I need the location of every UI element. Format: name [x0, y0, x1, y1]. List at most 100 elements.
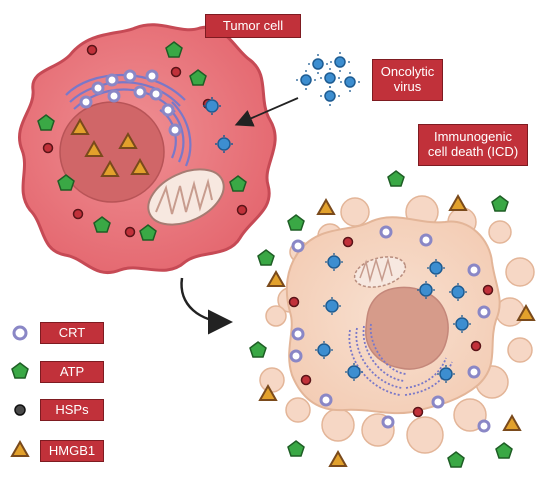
crt-ring	[379, 225, 393, 239]
hsp-dot	[124, 226, 136, 238]
virus-particle	[312, 58, 324, 70]
hsp-dot	[288, 296, 300, 308]
crt-ring	[133, 85, 147, 99]
crt-ring-group-surface	[289, 225, 491, 433]
crt-ring	[419, 233, 433, 247]
crt-ring	[161, 103, 175, 117]
crt-ring	[319, 393, 333, 407]
atp-pentagon	[491, 195, 509, 212]
mitochondrion	[147, 168, 225, 226]
virus-particle	[439, 367, 453, 381]
virus-particle	[455, 317, 469, 331]
crt-ring	[381, 415, 395, 429]
atp-pentagon	[287, 214, 305, 231]
virus-particle	[429, 261, 443, 275]
hsp-dot-icon	[14, 404, 26, 416]
virus-particle	[347, 365, 361, 379]
oncolytic-virus-label: Oncolytic virus	[372, 59, 443, 101]
virus-particle	[334, 56, 346, 68]
atp-pentagon	[93, 216, 111, 233]
atp-pentagon	[57, 174, 75, 191]
hmgb1-triangle	[266, 269, 286, 287]
crt-ring	[289, 349, 303, 363]
crt-ring	[79, 95, 93, 109]
crt-ring	[145, 69, 159, 83]
atp-pentagon-icon	[11, 362, 29, 379]
hmgb1-triangle	[316, 197, 336, 215]
virus-particle	[327, 255, 341, 269]
oncolytic-virus-cluster	[296, 52, 360, 106]
crt-ring	[105, 73, 119, 87]
hsp-dot	[482, 284, 494, 296]
hsp-dot	[236, 204, 248, 216]
virus-group-dying	[317, 255, 469, 381]
atp-pentagon	[249, 341, 267, 358]
virus-particle	[324, 72, 336, 84]
virus-particle	[419, 283, 433, 297]
hmgb1-triangle	[328, 449, 348, 467]
hmgb1-triangle	[516, 303, 536, 321]
hsp-dot	[300, 374, 312, 386]
hsp-dot	[170, 66, 182, 78]
legend-label-hsps: HSPs	[40, 399, 104, 421]
hsp-dot	[470, 340, 482, 352]
crt-ring	[149, 87, 163, 101]
hsp-dot	[412, 406, 424, 418]
hmgb1-triangle	[502, 413, 522, 431]
hsp-group-surface	[288, 236, 494, 418]
crt-ring	[477, 419, 491, 433]
crt-ring	[107, 89, 121, 103]
hsp-dot	[72, 208, 84, 220]
legend-icons	[10, 325, 30, 457]
crt-ring-icon	[12, 325, 28, 341]
tumor-nucleus	[59, 101, 165, 203]
atp-pentagon	[495, 442, 513, 459]
crt-ring-group	[79, 69, 182, 137]
crt-ring	[467, 365, 481, 379]
atp-pentagon	[387, 170, 405, 187]
atp-pentagon	[37, 114, 55, 131]
hmgb1-triangle	[258, 383, 278, 401]
dying-nucleus	[365, 286, 449, 370]
legend-label-hmgb1: HMGB1	[40, 440, 104, 462]
legend-label-crt: CRT	[40, 322, 104, 344]
hmgb1-triangle	[118, 131, 138, 149]
crt-ring	[467, 263, 481, 277]
dying-cell	[259, 195, 535, 454]
virus-particle	[325, 299, 339, 313]
atp-pentagon	[165, 41, 183, 58]
crt-ring	[291, 327, 305, 341]
crt-ring	[168, 123, 182, 137]
crt-ring	[477, 305, 491, 319]
released-hmgb1-group	[258, 193, 536, 467]
atp-pentagon	[229, 175, 247, 192]
hmgb1-triangle	[448, 193, 468, 211]
virus-particle	[300, 74, 312, 86]
apoptotic-blebs	[259, 195, 535, 454]
hmgb1-triangle	[84, 139, 104, 157]
icd-label: Immunogenic cell death (ICD)	[418, 124, 528, 166]
atp-group	[37, 41, 247, 241]
crt-ring	[123, 69, 137, 83]
hmgb1-group	[70, 117, 150, 177]
hsp-dot	[42, 142, 54, 154]
atp-pentagon	[139, 224, 157, 241]
hmgb1-triangle	[70, 117, 90, 135]
atp-pentagon	[189, 69, 207, 86]
hmgb1-triangle	[130, 157, 150, 175]
virus-particle	[324, 90, 336, 102]
virus-particle	[203, 97, 221, 115]
transition-arrow	[180, 277, 233, 335]
atp-pentagon	[287, 440, 305, 457]
released-atp-group	[249, 170, 513, 468]
virus-particle	[344, 76, 356, 88]
virus-particle	[215, 135, 233, 153]
hmgb1-triangle	[100, 159, 120, 177]
virus-particle	[317, 343, 331, 357]
tumor-cell	[18, 23, 277, 274]
hmgb1-triangle-icon	[10, 439, 30, 457]
tumor-cell-label: Tumor cell	[205, 14, 301, 38]
hsp-dot	[342, 236, 354, 248]
crt-ring	[431, 395, 445, 409]
mitochondrion-damaged	[353, 256, 407, 288]
